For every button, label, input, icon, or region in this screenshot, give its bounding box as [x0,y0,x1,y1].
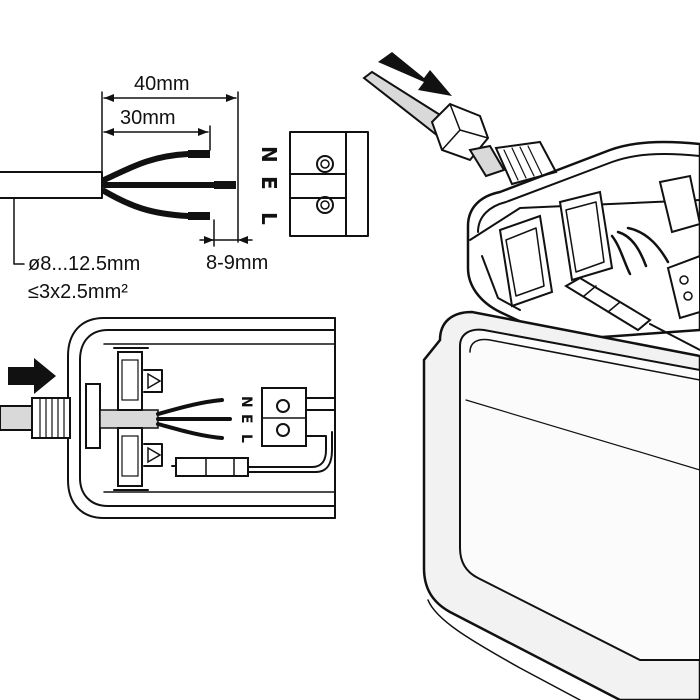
diffuser-lens [459,328,700,661]
cable-diameter-label: ø8...12.5mm [28,253,140,275]
driver-component [175,457,249,477]
arrow-icon [8,358,56,394]
cable-sheath [0,171,103,199]
core-upper [101,151,191,183]
core-lower-inner [102,189,190,218]
terminal-block-3d [666,254,700,320]
terminal-label-n-small: N [238,396,254,408]
conductor-upper [188,150,210,158]
terminal-screw-upper [316,155,334,173]
terminal-block-small [261,387,307,447]
terminal-label-l-small: L [238,434,254,443]
terminal-label-e: E [257,176,281,190]
fixture-3d-panel [362,52,700,700]
housing-section-panel: N E L [0,317,336,519]
cable-strip-panel: 40mm 30mm 8-9mm ø8...12.5mm ≤3x2.5mm² N … [0,73,369,303]
terminal-label-l: L [257,212,281,225]
strain-relief-3d [498,214,554,308]
dim-label-8-9mm: 8-9mm [206,252,268,274]
core-lower [101,188,191,219]
driver-component-3d [564,276,652,332]
terminal-label-n: N [257,146,281,163]
dim-label-30mm: 30mm [120,107,176,129]
arrow-icon [378,52,452,96]
conductor-lower [188,212,210,220]
conductor-middle [214,181,236,189]
incoming-cable [0,405,35,431]
housing-frame-outer [466,140,700,342]
core-upper-inner [102,152,190,182]
terminal-screw-lower [316,196,334,214]
terminal-label-e-small: E [238,414,254,424]
terminal-block [289,131,369,237]
dim-label-40mm: 40mm [134,73,190,95]
cable-section-label: ≤3x2.5mm² [28,281,128,303]
